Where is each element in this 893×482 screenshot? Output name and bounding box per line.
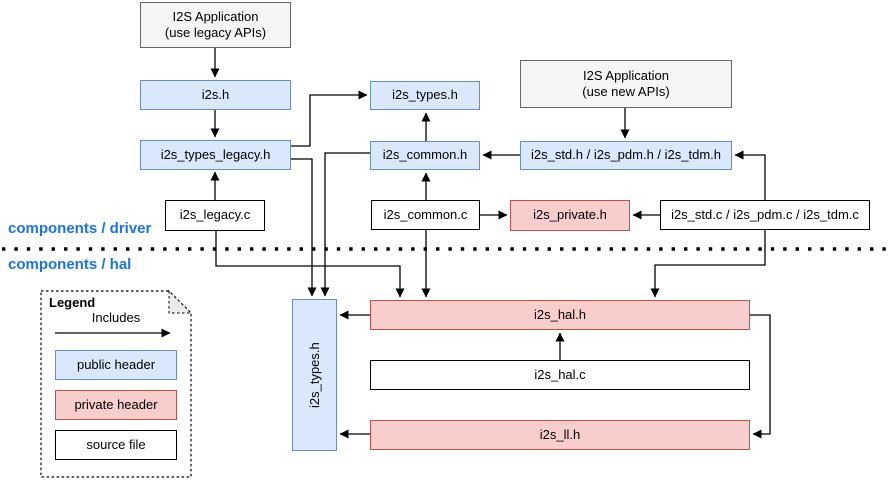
node-i2s-hal-h: i2s_hal.h [370,300,750,330]
node-i2s-legacy-c: i2s_legacy.c [165,200,265,231]
node-i2s-types-h-driver: i2s_types.h [370,81,480,110]
include-arrow-commonh-haltypes [320,152,370,297]
node-i2s-types-h-hal: i2s_types.h [292,299,337,451]
include-arrow-halh-llh [750,314,771,439]
include-arrow-stdc-stdh [734,150,766,200]
section-label-hal: components / hal [8,256,132,273]
section-label-driver: components / driver [8,220,152,237]
node-i2s-common-h: i2s_common.h [370,141,480,170]
node-app-new: I2S Application (use new APIs) [520,60,732,108]
node-i2s-std-pdm-tdm-c: i2s_std.c / i2s_pdm.c / i2s_tdm.c [660,200,870,230]
node-i2s-h: i2s.h [140,80,291,110]
legend-public-header: public header [55,350,177,380]
legend-private-header: private header [55,390,177,420]
legend-title: Legend [49,295,96,310]
node-i2s-std-pdm-tdm-h: i2s_std.h / i2s_pdm.h / i2s_tdm.h [520,141,732,170]
include-arrow-typeslegacy-haltypes [290,158,317,297]
node-app-legacy-line2: (use legacy APIs) [164,25,267,40]
node-i2s-types-legacy-h: i2s_types_legacy.h [140,140,291,170]
node-app-new-line2: (use new APIs) [582,84,670,99]
node-app-legacy: I2S Application (use legacy APIs) [140,2,291,48]
node-app-legacy-line1: I2S Application [172,8,259,24]
node-i2s-private-h: i2s_private.h [510,200,630,231]
node-i2s-types-h-hal-label: i2s_types.h [306,342,322,408]
node-i2s-hal-c: i2s_hal.c [370,360,750,390]
include-arrow-typeslegacy-typesh [290,90,368,147]
node-i2s-common-c: i2s_common.c [371,200,480,230]
include-arrow-legacyc-halh [215,231,405,298]
legend-includes-label: Includes [91,310,141,325]
legend: Legend Includes public header private he… [40,290,192,478]
node-i2s-ll-h: i2s_ll.h [370,420,750,450]
legend-folded-corner [168,290,192,314]
include-arrow-stdc-halh [650,230,766,298]
node-app-new-line1: I2S Application [582,67,669,83]
legend-source-file: source file [55,430,177,460]
